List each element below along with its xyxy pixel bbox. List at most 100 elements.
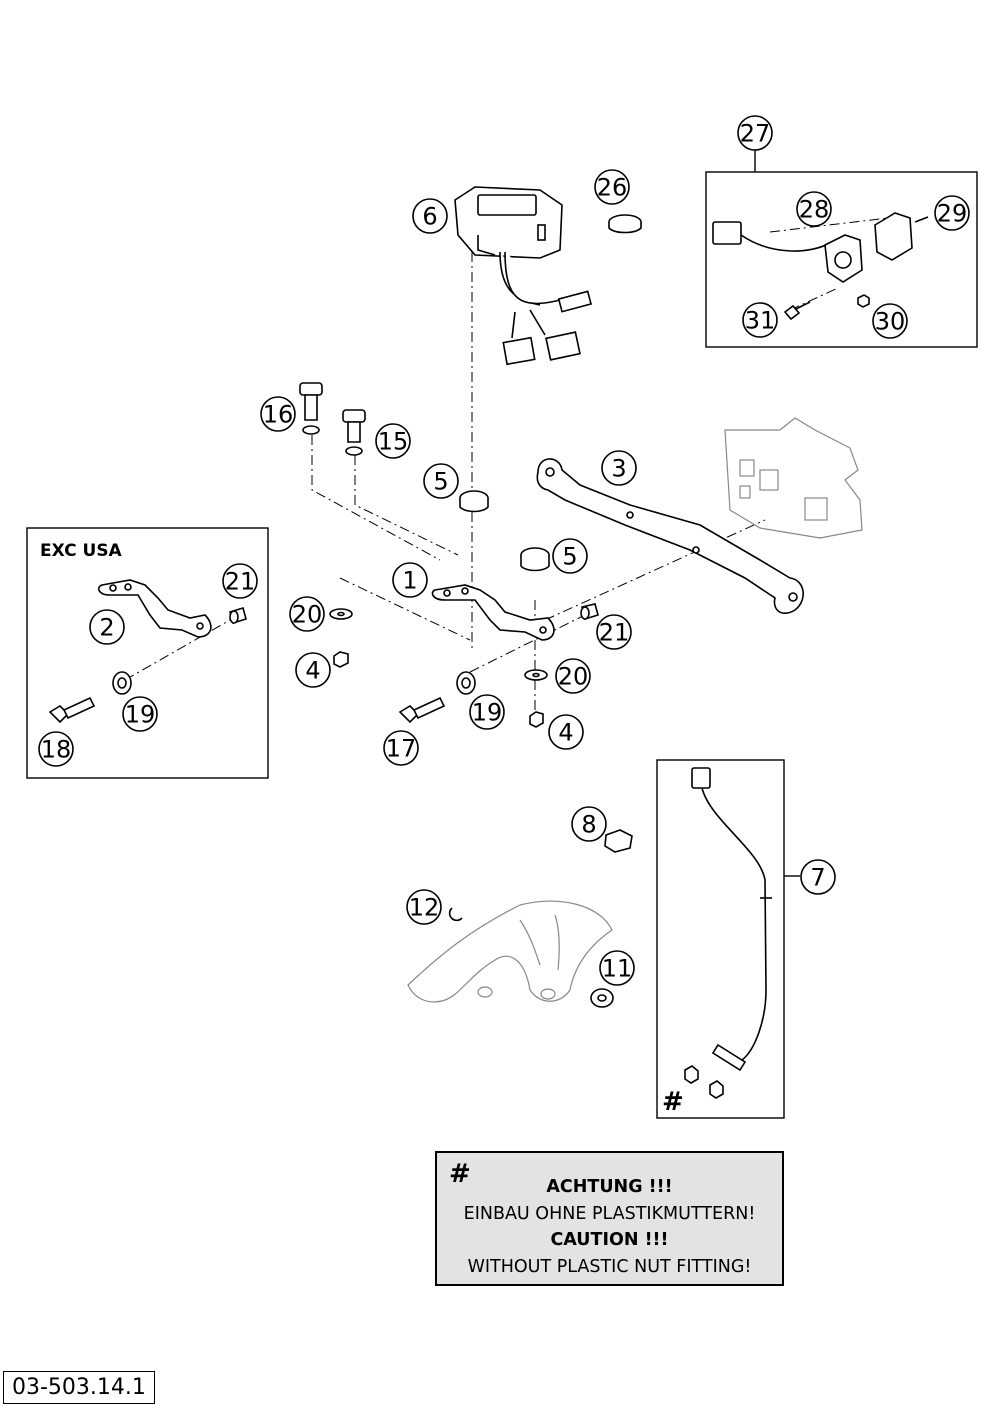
callout-11: 11: [599, 950, 635, 986]
callout-15: 15: [375, 423, 411, 459]
inset-bolt-18: [48, 696, 96, 724]
frame-ghost-lower: [407, 900, 613, 1003]
callout-circle: [469, 694, 505, 730]
callout-number: 7: [810, 864, 825, 892]
callout-circle: [872, 303, 908, 339]
callout-circle: [295, 652, 331, 688]
washer-20-right: [524, 669, 548, 681]
switch-housing-28: [824, 234, 863, 283]
callout-4: 4: [548, 714, 584, 750]
callout-circle: [89, 609, 125, 645]
callout-number: 21: [599, 619, 630, 647]
holder-bracket: [431, 584, 555, 641]
sensor-inset-box: [656, 759, 785, 1119]
callout-number: 20: [292, 601, 323, 629]
callout-number: 11: [602, 955, 633, 983]
switch-plug: [712, 221, 833, 252]
callout-number: 5: [562, 543, 577, 571]
callout-circle: [555, 658, 591, 694]
callout-21: 21: [596, 614, 632, 650]
grommet-lower: [520, 547, 550, 572]
callout-circle: [594, 169, 630, 205]
notice-line-einbau: EINBAU OHNE PLASTIKMUTTERN!: [463, 1204, 756, 1224]
callout-21: 21: [222, 563, 258, 599]
sensor-cable: [684, 767, 772, 1099]
nut-30: [857, 294, 870, 308]
callout-number: 8: [581, 811, 596, 839]
callout-6: 6: [412, 198, 448, 234]
nut-4-right: [529, 711, 544, 728]
callout-29: 29: [934, 195, 970, 231]
callout-number: 17: [386, 735, 417, 763]
bushing-21: [580, 603, 599, 621]
nut-4-left: [333, 651, 349, 668]
callout-number: 19: [472, 699, 503, 727]
grommet-19-main: [456, 671, 476, 695]
callout-circle: [800, 859, 836, 895]
callout-circle: [289, 596, 325, 632]
exc-usa-label: EXC USA: [40, 541, 123, 561]
switch-button-29: [874, 212, 913, 261]
callout-5: 5: [552, 538, 588, 574]
callout-circle: [596, 614, 632, 650]
main-bracket: [536, 458, 804, 614]
callout-number: 28: [799, 196, 830, 224]
circlip-12: [448, 907, 463, 922]
notice-marker: #: [449, 1159, 471, 1189]
callout-19: 19: [469, 694, 505, 730]
exc-usa-inset-box: [26, 527, 269, 779]
notice-line-caution: CAUTION !!!: [550, 1230, 669, 1250]
callout-number: 15: [378, 428, 409, 456]
washer-20-left: [329, 608, 353, 620]
callout-circle: [383, 730, 419, 766]
callout-circle: [934, 195, 970, 231]
callout-20: 20: [289, 596, 325, 632]
switch-kit-inset-box: [705, 171, 978, 348]
callout-circle: [737, 115, 773, 151]
callout-circle: [742, 302, 778, 338]
callout-circle: [423, 463, 459, 499]
callout-2: 2: [89, 609, 125, 645]
computer-unit: [454, 186, 593, 366]
callout-number: 6: [422, 203, 437, 231]
nut-11: [590, 988, 614, 1008]
callout-circle: [222, 563, 258, 599]
inset-bushing-21: [229, 606, 247, 625]
callout-circle: [412, 198, 448, 234]
callout-3: 3: [601, 450, 637, 486]
screw-29-small: [914, 216, 929, 223]
screw-31: [783, 301, 811, 321]
callout-number: 20: [558, 663, 589, 691]
callout-31: 31: [742, 302, 778, 338]
callout-20: 20: [555, 658, 591, 694]
callout-19: 19: [122, 696, 158, 732]
page-code: 03-503.14.1: [3, 1371, 155, 1404]
callout-number: 18: [41, 736, 72, 764]
callout-30: 30: [872, 303, 908, 339]
callout-circle: [548, 714, 584, 750]
callout-number: 30: [875, 308, 906, 336]
callout-number: 29: [937, 200, 968, 228]
bolt-17: [398, 696, 446, 724]
callout-16: 16: [260, 396, 296, 432]
callout-circle: [406, 889, 442, 925]
callout-number: 4: [558, 719, 573, 747]
pin-16: [299, 382, 323, 435]
callout-4: 4: [295, 652, 331, 688]
callout-number: 4: [305, 657, 320, 685]
callout-18: 18: [38, 731, 74, 767]
callout-circle: [38, 731, 74, 767]
callout-number: 31: [745, 307, 776, 335]
callout-number: 12: [409, 894, 440, 922]
callout-number: 16: [263, 401, 294, 429]
sensor-marker: #: [662, 1087, 684, 1117]
callout-number: 2: [99, 614, 114, 642]
callout-circle: [599, 950, 635, 986]
clip-8: [604, 829, 633, 853]
callout-circle: [796, 191, 832, 227]
grommet-upper: [459, 490, 489, 513]
callout-28: 28: [796, 191, 832, 227]
callout-circle: [122, 696, 158, 732]
callout-circle: [601, 450, 637, 486]
callout-number: 1: [402, 567, 417, 595]
